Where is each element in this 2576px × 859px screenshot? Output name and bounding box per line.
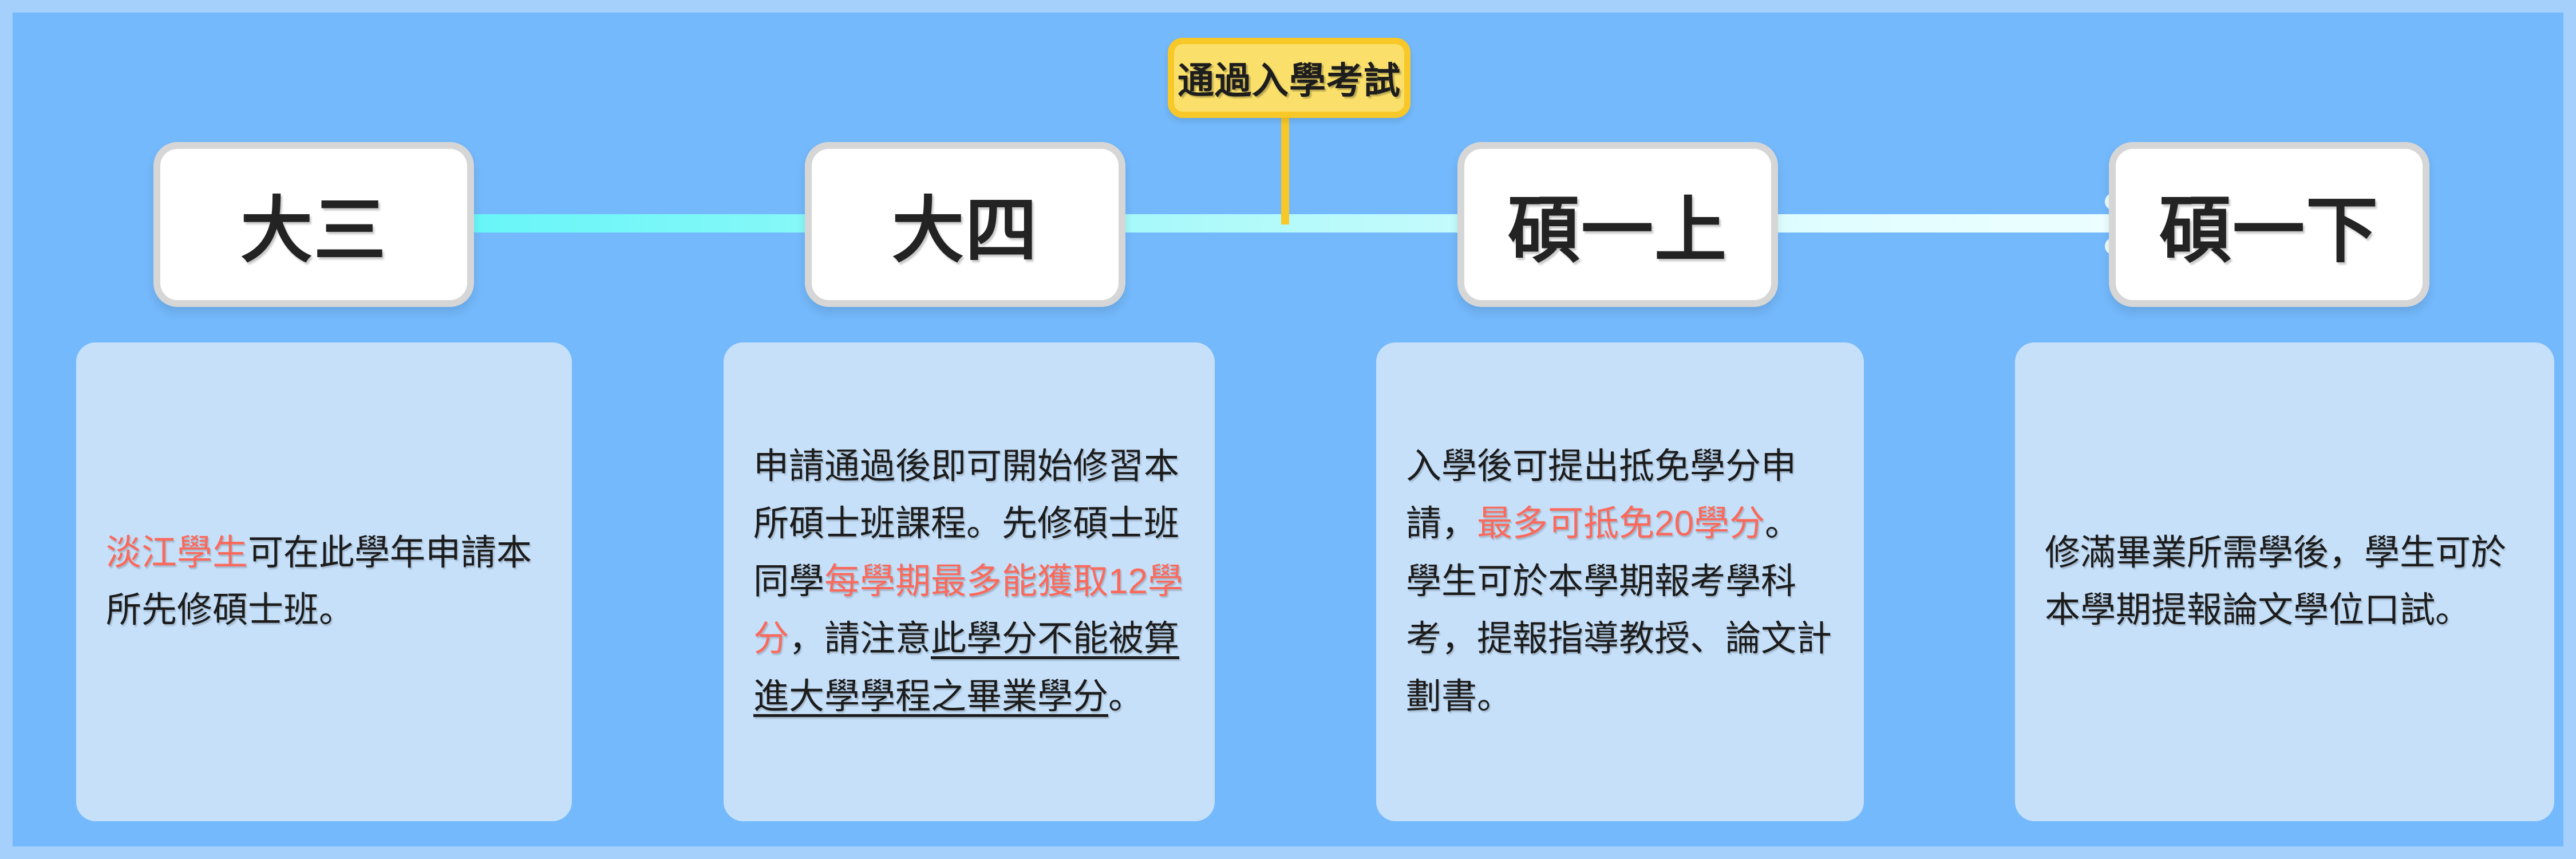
timeline-node-junior[interactable]: 大三 <box>153 142 474 307</box>
description-card-senior: 申請通過後即可開始修習本所碩士班課程。先修碩士班同學每學期最多能獲取12學分，請… <box>724 342 1215 821</box>
description-card-master-y1-fall: 入學後可提出抵免學分申請，最多可抵免20學分。學生可於本學期報考學科考，提報指導… <box>1376 342 1864 821</box>
entrance-exam-badge: 通過入學考試 <box>1168 38 1411 118</box>
text-segment-normal: 入學後可提出抵免學分申請， <box>1406 446 1797 544</box>
badge-label: 通過入學考試 <box>1178 60 1401 101</box>
text-segment-highlight: 淡江學生 <box>106 533 248 573</box>
node-label: 大四 <box>892 190 1038 271</box>
text-segment-normal: 可在此學年申請本所先修碩士班。 <box>106 533 532 630</box>
badge-stem <box>1281 115 1289 224</box>
text-segment-underline: 此學分不能被算進大學學程之畢業學分 <box>753 619 1180 716</box>
badge-box: 通過入學考試 <box>1168 38 1411 118</box>
description-card-master-y1-spring: 修滿畢業所需學後，學生可於本學期提報論文學位口試。 <box>2015 342 2554 821</box>
text-segment-normal: 。學生可於本學期報考學科考，提報指導教授、論文計劃書。 <box>1406 504 1832 716</box>
node-label: 碩一上 <box>1508 190 1728 271</box>
description-text: 入學後可提出抵免學分申請，最多可抵免20學分。學生可於本學期報考學科考，提報指導… <box>1406 438 1834 726</box>
text-segment-highlight: 每學期最多能獲取12學分 <box>753 561 1183 659</box>
text-segment-highlight: 最多可抵免20學分 <box>1477 504 1765 544</box>
description-text: 修滿畢業所需學後，學生可於本學期提報論文學位口試。 <box>2045 525 2524 640</box>
node-label: 大三 <box>240 190 387 271</box>
timeline-connector-line <box>321 214 2129 233</box>
node-label: 碩一下 <box>2159 190 2379 271</box>
timeline-node-master-y1-fall[interactable]: 碩一上 <box>1457 142 1778 307</box>
description-card-junior: 淡江學生可在此學年申請本所先修碩士班。 <box>76 342 572 821</box>
text-segment-normal: 申請通過後即可開始修習本所碩士班課程。先修碩士班同學 <box>753 446 1180 601</box>
description-text: 淡江學生可在此學年申請本所先修碩士班。 <box>106 525 542 640</box>
timeline-node-master-y1-spring[interactable]: 碩一下 <box>2109 142 2429 307</box>
text-segment-normal: 修滿畢業所需學後，學生可於本學期提報論文學位口試。 <box>2045 533 2507 630</box>
text-segment-normal: ，請注意 <box>789 619 931 659</box>
description-text: 申請通過後即可開始修習本所碩士班課程。先修碩士班同學每學期最多能獲取12學分，請… <box>753 438 1185 726</box>
text-segment-normal: 。 <box>1108 676 1144 716</box>
timeline-node-senior[interactable]: 大四 <box>805 142 1125 307</box>
